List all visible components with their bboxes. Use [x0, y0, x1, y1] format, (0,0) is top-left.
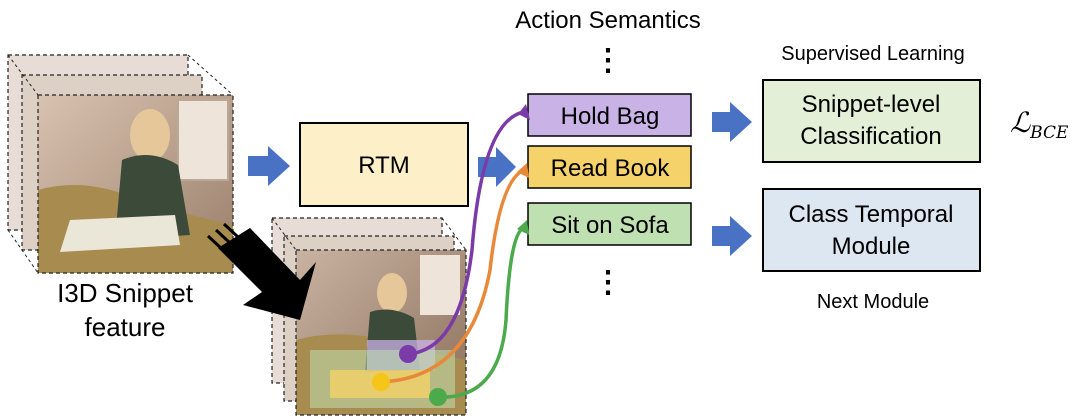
i3d-caption-line1: I3D Snippet [57, 278, 194, 308]
next-module-caption: Next Module [817, 291, 929, 313]
connector-curves [372, 104, 530, 406]
action-label-sit-on-sofa: Sit on Sofa [551, 212, 669, 239]
action-box-hold-bag: Hold Bag [527, 93, 692, 137]
rtm-label: RTM [358, 152, 410, 179]
black-arrow [206, 222, 316, 320]
frame-front [37, 94, 234, 274]
curve-hold-bag [407, 110, 525, 356]
action-semantics-title: Action Semantics [515, 7, 700, 34]
snippet-box-line1: Snippet-level [802, 91, 941, 118]
snippet-classification-box: Snippet-level Classification [762, 79, 981, 163]
arrow-to-rtm [248, 146, 290, 186]
curve-read-book [380, 168, 525, 384]
action-label-read-book: Read Book [551, 155, 671, 182]
loss-subscript: BCE [1029, 123, 1069, 143]
dot-read-book [372, 373, 390, 391]
arrow-to-supervised [712, 102, 752, 142]
arrow-to-next [712, 216, 752, 256]
rtm-box: RTM [299, 122, 469, 207]
next-box-line2: Module [832, 233, 911, 260]
loss-label: ℒBCE [1010, 106, 1069, 143]
blue-arrows [248, 102, 752, 256]
class-temporal-module-box: Class Temporal Module [762, 188, 981, 272]
snippet-box-line2: Classification [800, 123, 941, 150]
ellipsis-top: ⋮ [593, 44, 623, 77]
supervised-heading: Supervised Learning [781, 43, 964, 65]
loss-symbol: ℒ [1010, 106, 1031, 139]
action-box-sit-on-sofa: Sit on Sofa [527, 202, 692, 246]
next-box-line1: Class Temporal [789, 201, 954, 228]
ellipsis-bottom: ⋮ [593, 266, 623, 299]
dot-sit-on-sofa [429, 388, 447, 406]
action-label-hold-bag: Hold Bag [561, 103, 660, 130]
dot-hold-bag [399, 345, 417, 363]
curve-sit-on-sofa [437, 226, 525, 399]
region-frame-stack [271, 217, 467, 416]
i3d-caption-line2: feature [85, 312, 166, 342]
action-box-read-book: Read Book [527, 145, 692, 189]
i3d-frame-stack [7, 54, 234, 274]
